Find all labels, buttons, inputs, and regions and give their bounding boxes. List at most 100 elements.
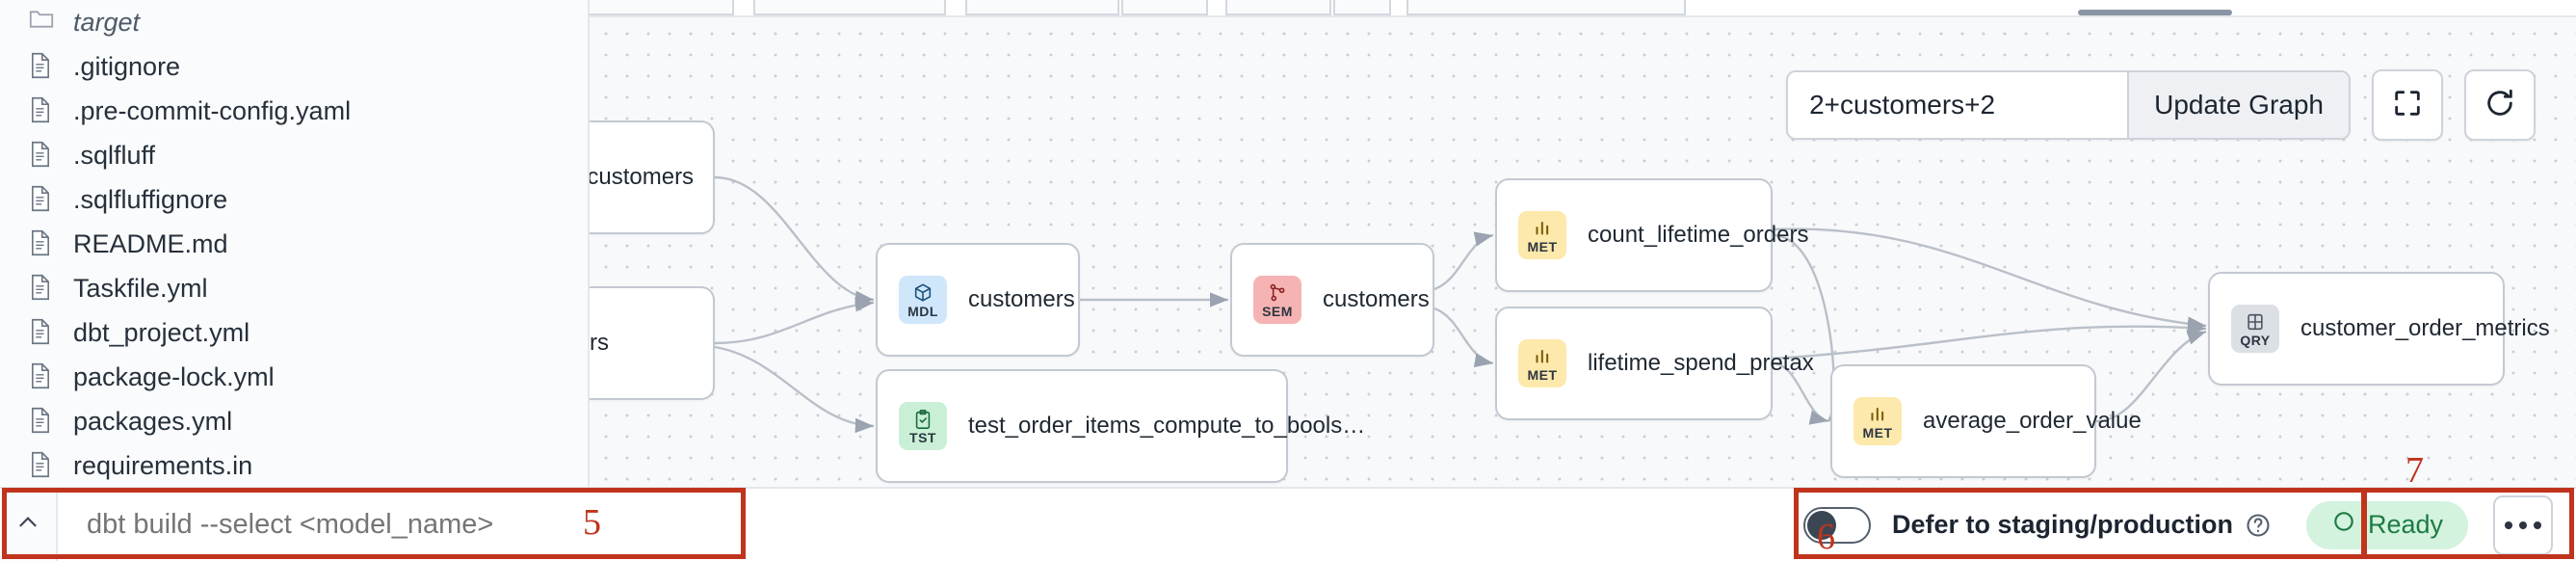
graph-node-mdl_customers[interactable]: MDL customers xyxy=(876,243,1080,357)
bar-chart-icon xyxy=(1532,346,1553,367)
refresh-button[interactable] xyxy=(2464,69,2536,141)
node-type-badge-label: SEM xyxy=(1262,303,1293,319)
fullscreen-button[interactable] xyxy=(2372,69,2443,141)
bar-chart-icon xyxy=(1532,218,1553,239)
update-graph-button[interactable]: Update Graph xyxy=(2127,72,2349,138)
file-list-item[interactable]: README.md xyxy=(0,222,588,266)
file-list-item[interactable]: package-lock.yml xyxy=(0,355,588,399)
file-list-item[interactable]: target xyxy=(0,0,588,44)
file-icon xyxy=(29,274,54,303)
graph-select-input[interactable] xyxy=(1788,72,2128,138)
editor-tab-strip[interactable] xyxy=(590,0,2576,17)
graph-node-lifetime_spend_pretax[interactable]: MET lifetime_spend_pretax xyxy=(1495,307,1814,420)
tab-stub[interactable] xyxy=(1333,0,1391,15)
graph-node-label: customer_order_metrics xyxy=(2300,315,2550,341)
tab-stub[interactable] xyxy=(1406,0,1686,15)
file-list-item[interactable]: .gitignore xyxy=(0,44,588,89)
tab-stub[interactable] xyxy=(1121,0,1208,15)
file-list-item[interactable]: .sqlfluff xyxy=(0,133,588,177)
file-list-item-label: package-lock.yml xyxy=(73,361,275,391)
defer-label: Defer to staging/production xyxy=(1891,510,2233,539)
node-type-badge-qry: QRY xyxy=(2231,305,2279,353)
command-input[interactable] xyxy=(87,509,626,541)
graph-node-label: average_order_value xyxy=(1923,408,2142,434)
node-type-badge-label: MDL xyxy=(907,303,938,319)
graph-edges xyxy=(714,175,2207,434)
file-explorer-panel[interactable]: target .gitignore .pre-commit-config.yam… xyxy=(0,0,590,487)
tab-stub[interactable] xyxy=(965,0,1119,15)
node-type-badge-met: MET xyxy=(1853,397,1902,445)
file-list-item-label: dbt_project.yml xyxy=(73,317,250,347)
graph-node-label: customers xyxy=(968,286,1075,312)
file-icon xyxy=(29,318,54,347)
tab-stub[interactable] xyxy=(1225,0,1331,15)
cube-icon xyxy=(912,282,933,304)
query-icon xyxy=(2245,311,2266,333)
file-icon xyxy=(29,229,54,258)
folder-icon xyxy=(29,8,54,37)
file-list-item[interactable]: dbt_project.yml xyxy=(0,310,588,355)
tab-stub[interactable] xyxy=(590,0,734,15)
file-icon xyxy=(29,185,54,214)
file-list-item-label: target xyxy=(73,7,141,37)
graph-node-average_order_value[interactable]: MET average_order_value xyxy=(1830,364,2142,478)
file-list-item[interactable]: .pre-commit-config.yaml xyxy=(0,89,588,133)
file-list-item-label: Taskfile.yml xyxy=(73,273,208,303)
lineage-graph-pane[interactable]: Update Graph xyxy=(590,0,2576,487)
node-type-badge-label: TST xyxy=(909,429,936,445)
command-bar: Defer to staging/production Ready xyxy=(0,487,2576,561)
file-list-item[interactable]: .sqlfluffignore xyxy=(0,177,588,222)
command-bar-right: Defer to staging/production Ready xyxy=(1802,489,2576,561)
status-label: Ready xyxy=(2367,510,2443,539)
graph-node-label: orders xyxy=(590,330,610,356)
graph-select-group[interactable]: Update Graph xyxy=(1786,70,2351,140)
graph-node-tst_order_items[interactable]: TST test_order_items_compute_to_bools… xyxy=(876,369,1365,483)
file-list-item-label: .sqlfluffignore xyxy=(73,184,228,214)
file-list-item-label: packages.yml xyxy=(73,406,233,436)
tab-stub[interactable] xyxy=(753,0,946,15)
defer-toggle-knob xyxy=(1806,510,1836,540)
node-type-badge-met: MET xyxy=(1518,339,1566,387)
refresh-icon xyxy=(2484,87,2516,124)
file-list-item-label: .pre-commit-config.yaml xyxy=(73,95,352,125)
graph-node-customer_order_metrics[interactable]: QRY customer_order_metrics xyxy=(2208,272,2550,386)
expand-console-button[interactable] xyxy=(0,489,58,561)
clipboard-check-icon xyxy=(912,409,933,430)
semantic-icon xyxy=(1267,282,1288,304)
graph-node-label: test_order_items_compute_to_bools… xyxy=(968,413,1366,439)
file-list-item[interactable]: Taskfile.yml xyxy=(0,266,588,310)
file-list-item[interactable]: packages.yml xyxy=(0,399,588,443)
file-list-item-label: .gitignore xyxy=(73,51,181,81)
file-icon xyxy=(29,52,54,81)
graph-controls: Update Graph xyxy=(1786,69,2536,141)
circle-icon xyxy=(2331,509,2356,541)
graph-node-label: count_lifetime_orders xyxy=(1588,222,1809,248)
active-tab-indicator xyxy=(2078,10,2232,15)
ellipsis-icon xyxy=(2505,521,2541,529)
more-options-button[interactable] xyxy=(2493,494,2553,555)
node-type-badge-label: MET xyxy=(1527,238,1558,254)
graph-node-orders[interactable]: orders xyxy=(590,286,715,400)
bar-chart-icon xyxy=(1867,404,1888,425)
file-list-item-label: .sqlfluff xyxy=(73,140,156,170)
annotation-number: 7 xyxy=(2405,450,2424,491)
defer-toggle[interactable] xyxy=(1802,506,1871,544)
annotation-number: 6 xyxy=(1817,517,1835,557)
question-circle-icon[interactable] xyxy=(2245,512,2272,539)
fullscreen-icon xyxy=(2391,87,2424,124)
file-list-item-label: requirements.in xyxy=(73,450,253,480)
file-list-item[interactable]: requirements.in xyxy=(0,443,588,487)
graph-node-stg_customers[interactable]: stg_customers xyxy=(590,120,715,234)
graph-node-sem_customers[interactable]: SEM customers xyxy=(1230,243,1434,357)
file-icon xyxy=(29,141,54,170)
file-list-item-label: README.md xyxy=(73,228,228,258)
file-icon xyxy=(29,362,54,391)
node-type-badge-tst: TST xyxy=(899,402,947,450)
graph-node-count_lifetime_orders[interactable]: MET count_lifetime_orders xyxy=(1495,178,1808,292)
node-type-badge-label: MET xyxy=(1862,424,1893,441)
node-type-badge-label: MET xyxy=(1527,366,1558,383)
graph-node-label: lifetime_spend_pretax xyxy=(1588,350,1814,376)
node-type-badge-sem: SEM xyxy=(1253,276,1301,324)
graph-node-label: customers xyxy=(1323,286,1430,312)
status-badge[interactable]: Ready xyxy=(2305,500,2468,549)
